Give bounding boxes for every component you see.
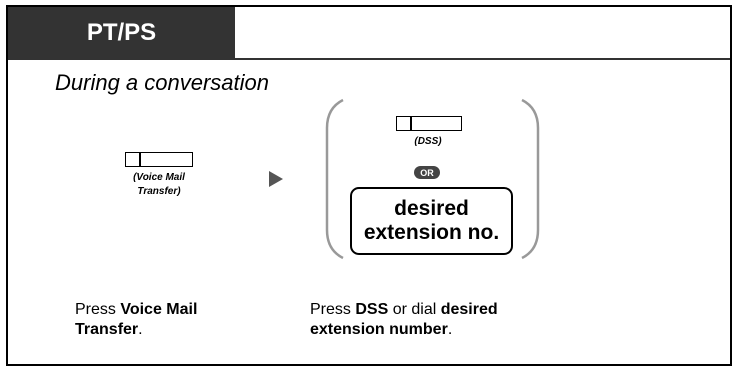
device-tab: PT/PS [8, 7, 235, 58]
instruction-left: Press Voice Mail Transfer. [75, 301, 198, 338]
instruction-right: Press DSS or dial desired extension numb… [310, 301, 498, 338]
dss-label: (DSS) [414, 136, 442, 147]
dss-key-icon [396, 116, 462, 131]
step-heading: During a conversation [55, 70, 270, 95]
procedure-frame: PT/PS [6, 5, 732, 366]
left-bracket-icon [325, 98, 344, 260]
header-rule [8, 58, 730, 60]
desired-extension-box: desired extension no. [350, 187, 513, 255]
voice-mail-transfer-key-icon [125, 152, 193, 167]
next-step-arrow-icon [269, 171, 283, 187]
or-badge: OR [414, 166, 440, 179]
right-bracket-icon [521, 98, 540, 260]
device-tab-title: PT/PS [86, 18, 157, 46]
voice-mail-transfer-label: (Voice Mail Transfer) [133, 172, 185, 197]
